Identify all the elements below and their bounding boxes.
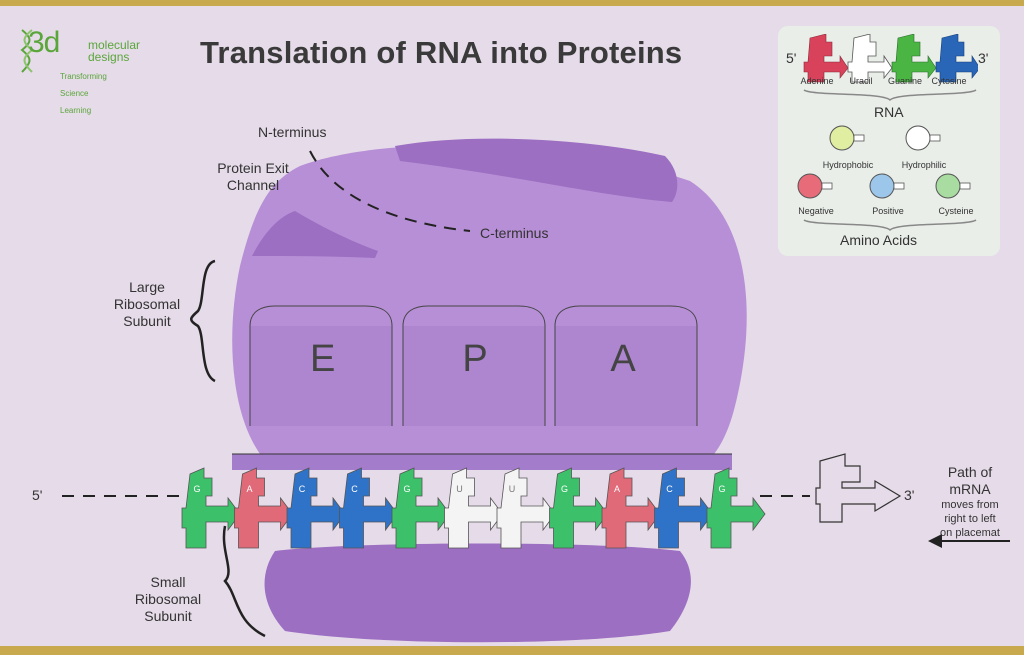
mrna-base-letter: U (509, 484, 516, 494)
mrna-base-letter: A (614, 484, 620, 494)
e-site-label: E (310, 338, 336, 380)
key-hydrophilic: Hydrophilic (901, 160, 947, 170)
p-site-label: P (462, 338, 488, 380)
small-subunit-label: Small Ribosomal Subunit (125, 574, 211, 625)
dna-helix-icon (20, 29, 34, 73)
key-uracil: Uracil (849, 76, 873, 86)
large-label-line-2: Ribosomal (113, 296, 181, 312)
a-site-box (555, 326, 697, 426)
mrna-base-letter: A (246, 484, 252, 494)
three-prime-label: 3' (904, 487, 915, 503)
path-label-line-5: on placemat (940, 527, 1000, 539)
large-subunit-label: Large Ribosomal Subunit (104, 279, 190, 330)
path-label-line-1: Path of (947, 464, 993, 480)
p-site-box (403, 326, 545, 426)
mrna-base-letter: C (666, 484, 673, 494)
large-subunit-brace (190, 259, 216, 383)
mrna-nucleotide-c: C (654, 467, 713, 549)
mrna-path-label: Path of mRNA moves from right to left on… (925, 464, 1015, 540)
positive-icon (869, 173, 905, 199)
uracil-icon (847, 34, 893, 83)
exit-channel-label: Protein Exit Channel (210, 160, 296, 194)
path-label-line-4: right to left (944, 513, 996, 525)
mrna-nucleotide-u: U (496, 467, 556, 549)
key-nucleotide-icons (803, 34, 978, 83)
mrna-base-letter: G (403, 484, 410, 494)
hydrophilic-icon (905, 125, 941, 151)
rna-brace (803, 89, 977, 102)
cytosine-icon (935, 34, 978, 83)
key-hydrophobic: Hydrophobic (822, 160, 874, 170)
logo-name: molecular designs (88, 39, 140, 63)
key-three-prime: 3' (978, 50, 989, 66)
small-label-line-2: Ribosomal (134, 591, 202, 607)
key-guanine: Guanine (887, 76, 923, 86)
key-rna-heading: RNA (874, 104, 904, 120)
key-five-prime: 5' (786, 50, 797, 66)
empty-nucleotide-outline (815, 453, 902, 523)
mrna-nucleotide-g: G (549, 467, 608, 549)
c-terminus-label: C-terminus (480, 225, 549, 241)
key-adenine: Adenine (800, 76, 834, 86)
five-prime-label: 5' (32, 487, 43, 503)
path-label-line-3: moves from (941, 499, 999, 511)
small-label-line-3: Subunit (144, 608, 192, 624)
key-cytosine: Cytosine (931, 76, 967, 86)
small-subunit-brace (222, 525, 266, 638)
exit-channel-label-line-2: Channel (226, 177, 280, 193)
logo-line-1: molecular (88, 38, 141, 52)
mrna-base-letter: U (456, 484, 463, 494)
mrna-base-letter: C (299, 484, 306, 494)
placemat: 3d molecular designs Transforming Scienc… (0, 6, 1024, 646)
mrna-base-letter: G (561, 484, 568, 494)
logo-line-2: designs (88, 50, 130, 64)
small-label-line-1: Small (150, 574, 186, 590)
large-label-line-3: Subunit (123, 313, 171, 329)
key-positive: Positive (872, 206, 904, 216)
mrna-nucleotide-c: C (286, 467, 346, 549)
large-subunit-top-flap (395, 138, 678, 202)
mrna-groove (232, 454, 732, 470)
hydrophobic-icon (829, 125, 865, 151)
mrna-base-letter: G (193, 484, 200, 494)
key-amino-heading: Amino Acids (840, 232, 918, 248)
key-negative: Negative (798, 206, 834, 216)
key-cysteine: Cysteine (938, 206, 974, 216)
mrna-nucleotide-g: G (706, 467, 766, 549)
logo-tagline: Transforming Science Learning (60, 72, 107, 115)
exit-channel-label-line-1: Protein Exit (217, 160, 289, 176)
large-label-line-1: Large (129, 279, 165, 295)
negative-icon (797, 173, 833, 199)
cysteine-icon (935, 173, 971, 199)
mrna-base-letter: G (718, 484, 725, 494)
key-amino-acid-icons (797, 125, 971, 199)
mrna-nucleotide-c: C (339, 467, 398, 549)
mrna-nucleotide-a: A (234, 467, 293, 549)
mrna-nucleotide-a: A (601, 467, 661, 549)
exit-channel-flap (252, 211, 378, 258)
e-site-box (250, 326, 392, 426)
adenine-icon (803, 34, 849, 83)
binding-sites (249, 305, 698, 426)
guanine-icon (891, 34, 937, 83)
a-site-label: A (610, 338, 636, 380)
mrna-nucleotide-g: G (391, 467, 451, 549)
mrna-nucleotide-u: U (444, 467, 503, 549)
legend-key: 5' 3' Adenine Uracil Guanine Cytosine RN… (778, 26, 1000, 256)
mrna-nucleotide-g: G (181, 467, 241, 549)
n-terminus-label: N-terminus (258, 124, 327, 140)
mrna-base-letter: C (351, 484, 358, 494)
amino-acid-brace (803, 219, 977, 232)
small-ribosomal-subunit (264, 543, 691, 643)
ribosome-diagram: G A C C G U U G A C G (62, 138, 1010, 643)
path-label-line-2: mRNA (949, 481, 991, 497)
